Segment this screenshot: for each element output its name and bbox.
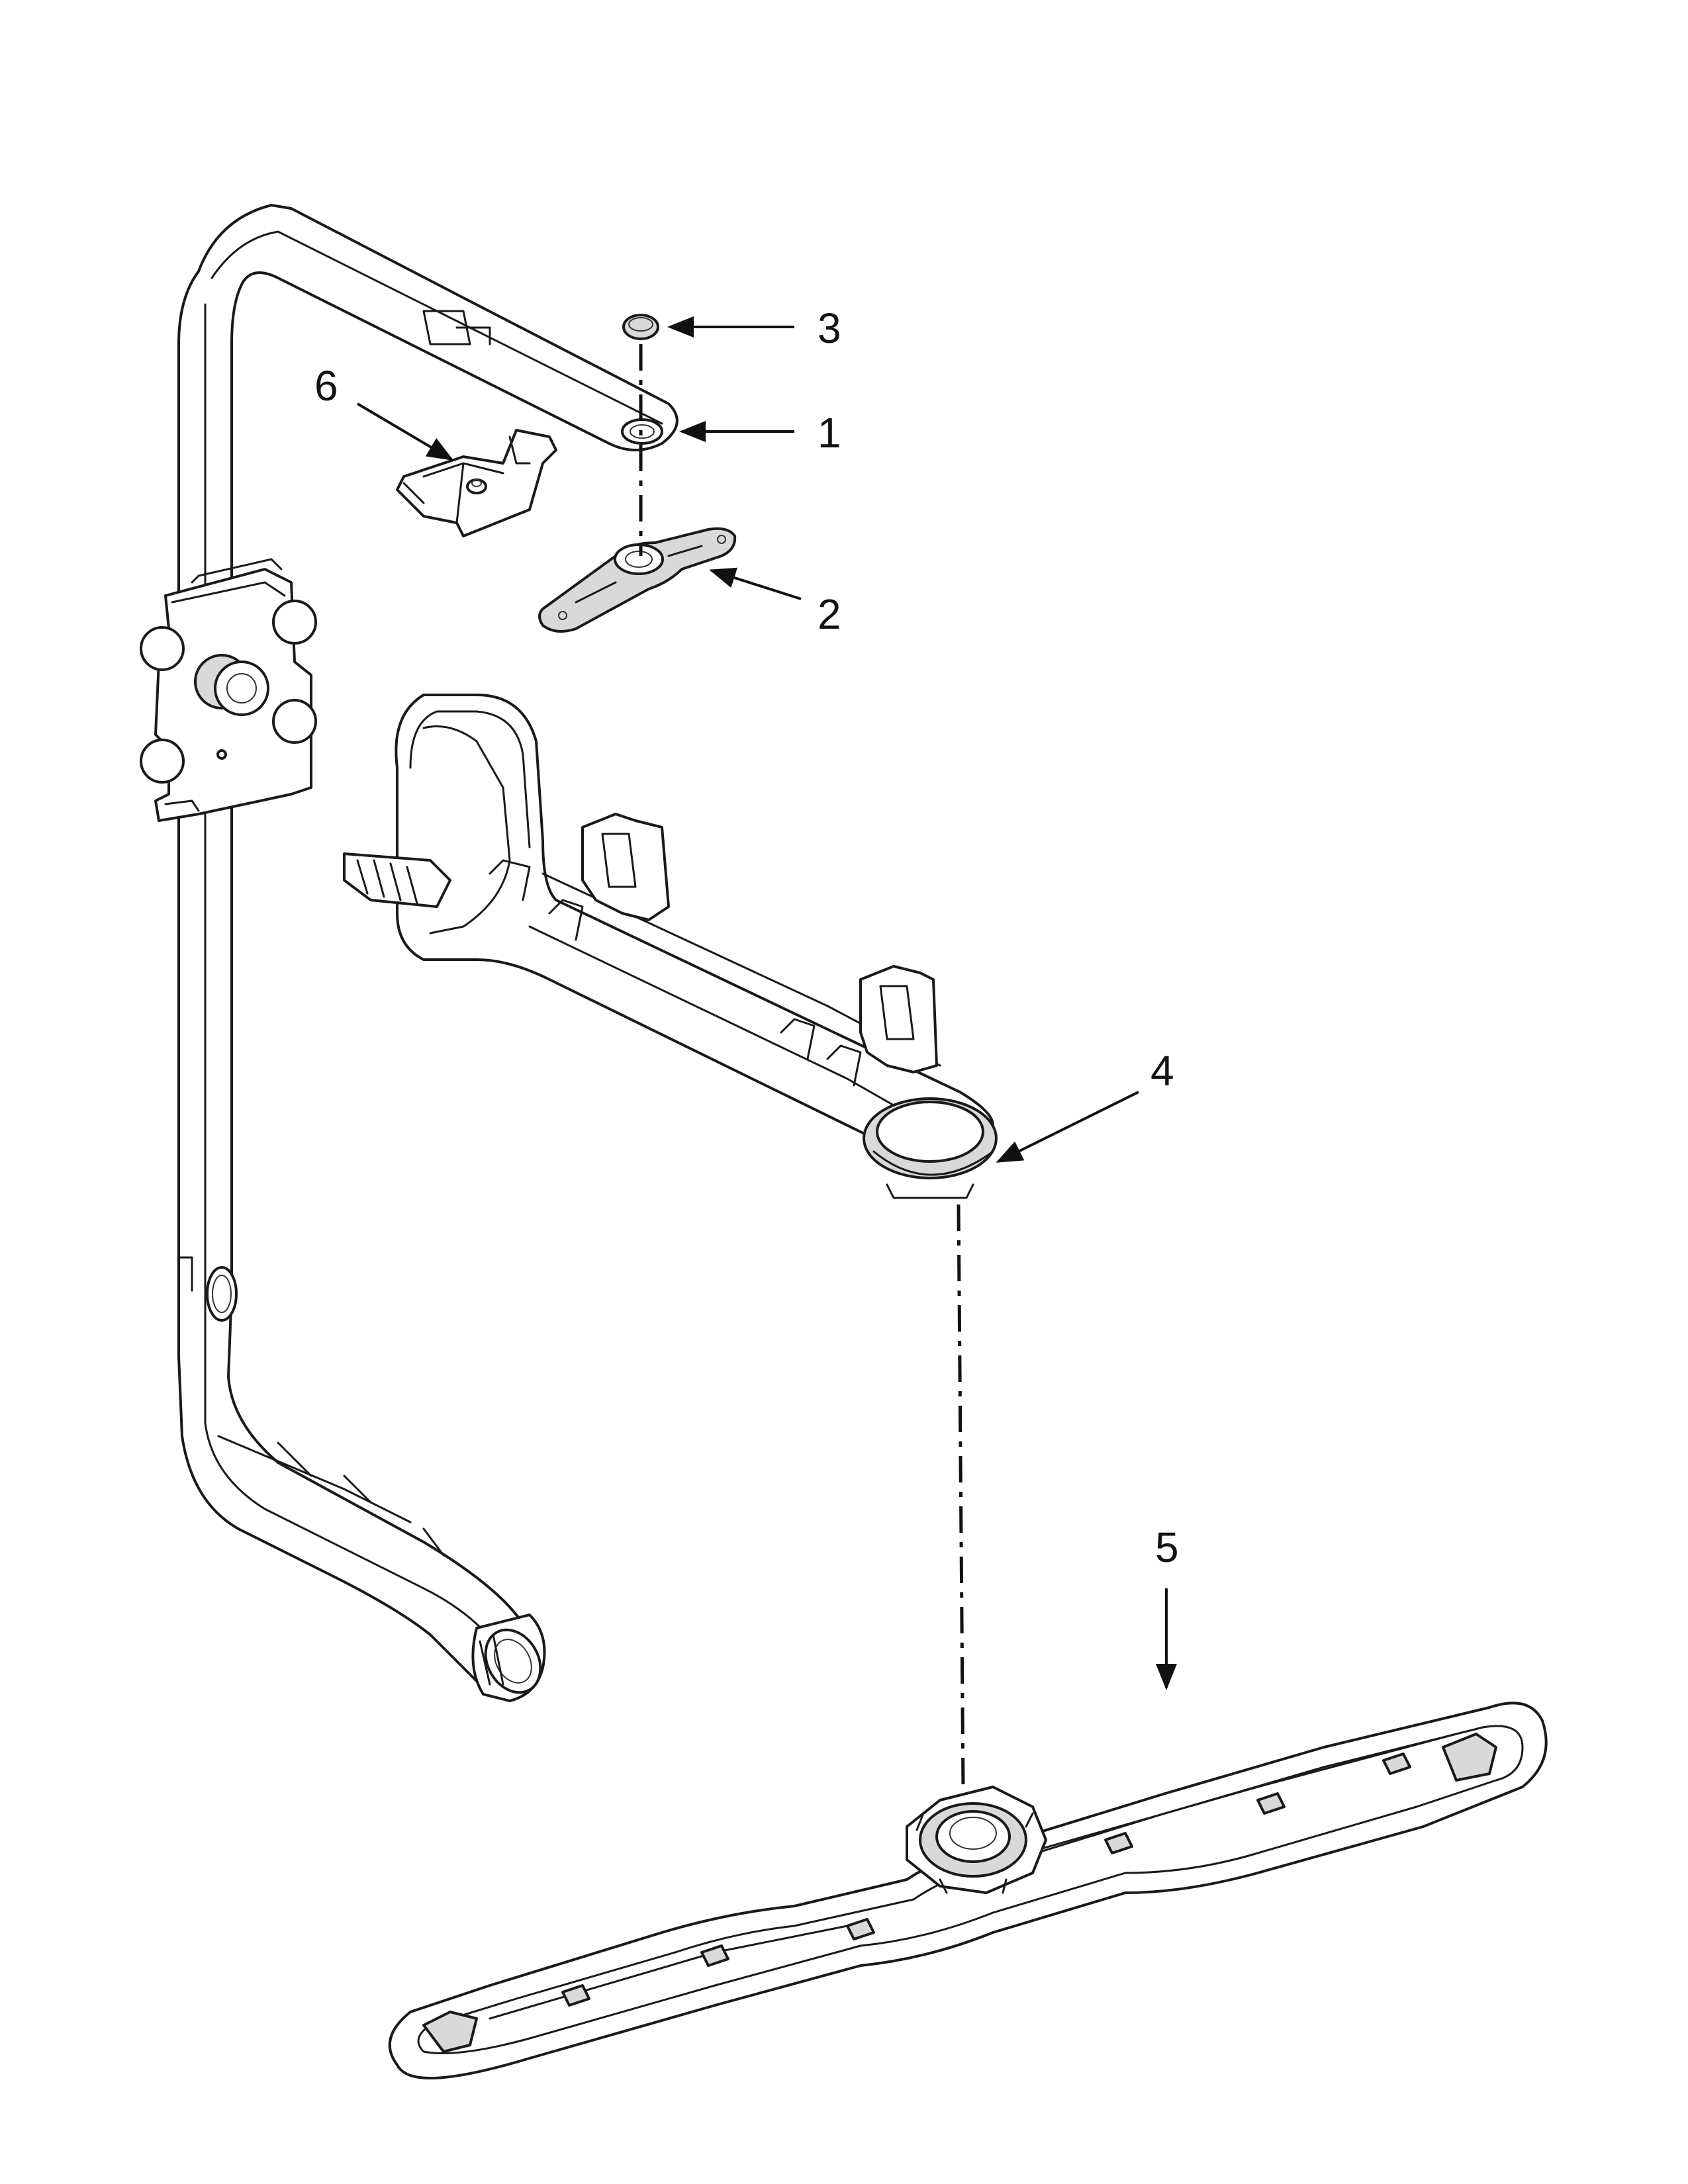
supply-tube [140, 204, 679, 1702]
callout-6: 6 [314, 362, 454, 461]
part-4-manifold [343, 694, 998, 1199]
tube-mounting-bracket [140, 558, 317, 822]
tube-end-fitting [471, 1614, 546, 1702]
part-6-clip [396, 429, 557, 537]
callout-4: 4 [996, 1047, 1174, 1163]
callout-5-label: 5 [1155, 1524, 1179, 1571]
callout-3: 3 [667, 304, 841, 352]
callout-6-label: 6 [314, 362, 338, 410]
callout-1: 1 [679, 409, 841, 457]
callout-5: 5 [1155, 1524, 1179, 1690]
callout-1-label: 1 [818, 409, 841, 457]
part-5-spray-arm [388, 1702, 1548, 2079]
callout-3-label: 3 [818, 304, 841, 352]
callout-4-label: 4 [1150, 1047, 1174, 1095]
part-3-cap [622, 314, 659, 340]
callout-2-label: 2 [818, 590, 841, 638]
callout-2: 2 [709, 567, 841, 638]
spray-arm-hub [906, 1786, 1047, 1894]
part-2-mounting-plate [538, 527, 737, 633]
axis-line-lower [957, 1204, 965, 1788]
